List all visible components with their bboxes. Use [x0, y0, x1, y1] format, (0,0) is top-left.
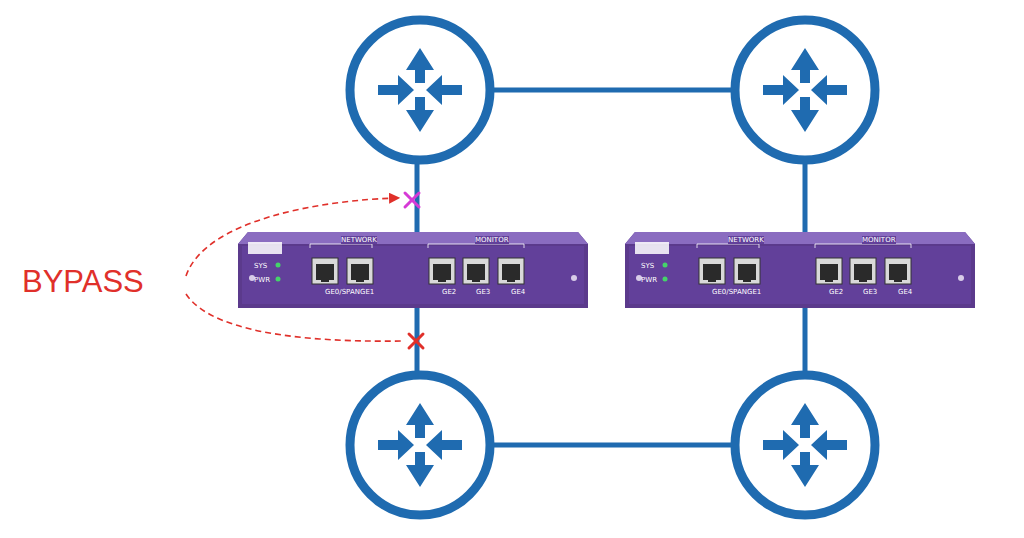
port-label: GE2 — [442, 288, 456, 296]
tap-body — [238, 228, 588, 310]
port-label: GE4 — [898, 288, 912, 296]
router-icon — [735, 375, 875, 515]
port-group-label: NETWORK — [341, 236, 377, 244]
tap-body — [625, 228, 975, 310]
led-label: PWR — [254, 276, 270, 284]
port-label: GE1 — [747, 288, 761, 296]
port-label: GE3 — [476, 288, 490, 296]
port-label: GE3 — [863, 288, 877, 296]
port-group-label: MONITOR — [475, 236, 509, 244]
port-group-label: NETWORK — [728, 236, 764, 244]
led-label: SYS — [641, 262, 654, 270]
led-label: SYS — [254, 262, 267, 270]
port-label: GE0/SPAN — [325, 288, 360, 296]
links — [417, 90, 805, 445]
port-label: GE4 — [511, 288, 525, 296]
port-label: GE2 — [829, 288, 843, 296]
router-icon — [350, 20, 490, 160]
led-label: PWR — [641, 276, 657, 284]
bypass-label: BYPASS — [22, 265, 144, 299]
port-label: GE0/SPAN — [712, 288, 747, 296]
port-label: GE1 — [360, 288, 374, 296]
network-tap: NETWORK MONITOR SYS PWR GE0/SPANGE1 GE2 GE3 GE4 — [238, 228, 588, 310]
router-icon — [350, 375, 490, 515]
port-group-label: MONITOR — [862, 236, 896, 244]
router-icon — [735, 20, 875, 160]
network-tap: NETWORK MONITOR SYS PWR GE0/SPANGE1 GE2 GE3 GE4 — [625, 228, 975, 310]
